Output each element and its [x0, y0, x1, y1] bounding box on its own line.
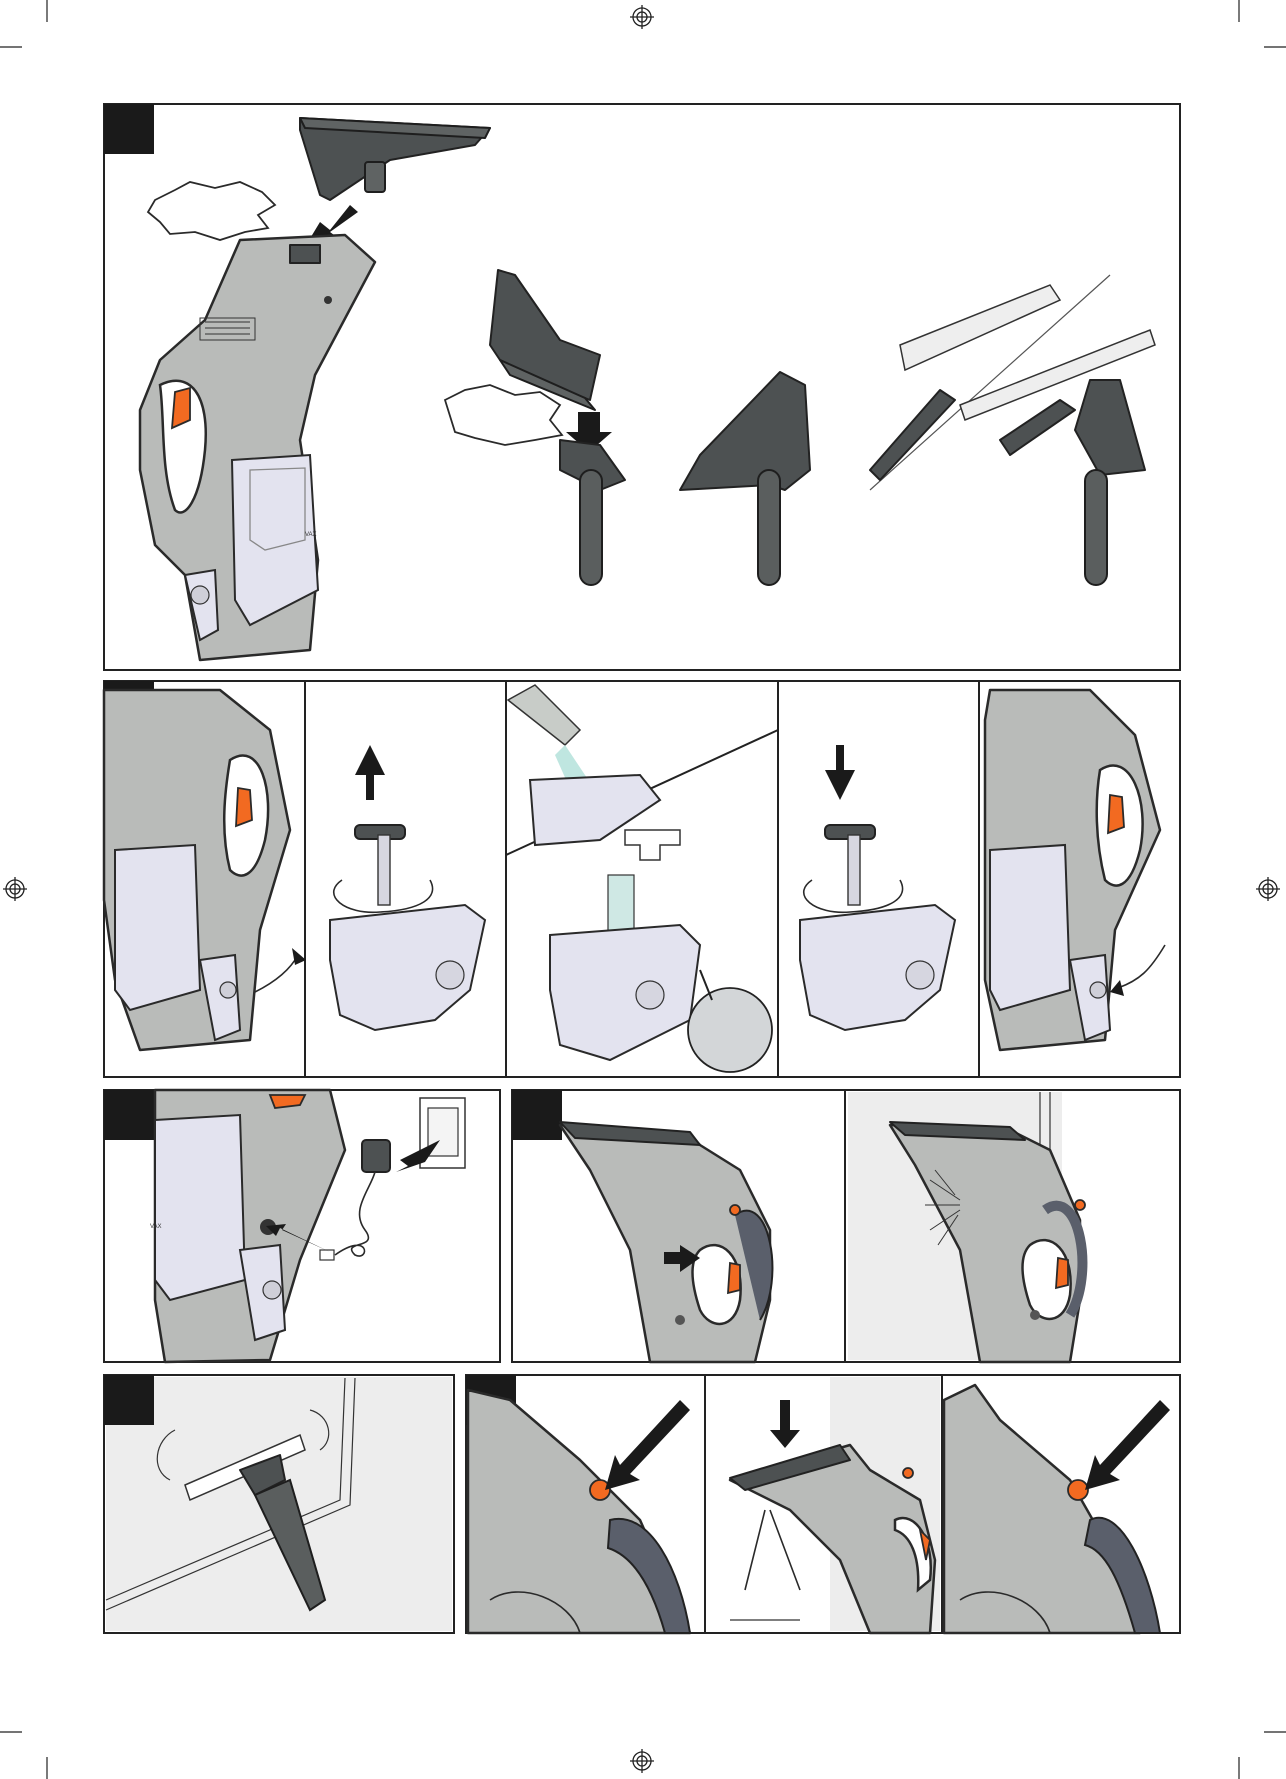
svg-text:VAX: VAX	[150, 1224, 162, 1230]
step-badge-1	[104, 104, 154, 154]
step-badge-5	[104, 1375, 154, 1425]
spray-view	[848, 1092, 1085, 1362]
step-badge-4	[512, 1090, 562, 1140]
panel-step-6	[466, 1375, 1180, 1633]
panel-step-1: VAX	[104, 104, 1180, 670]
panel-step-4	[512, 1090, 1180, 1362]
step-badge-3	[104, 1090, 154, 1140]
panel-step-2	[104, 681, 1180, 1077]
panel-step-5	[104, 1375, 454, 1633]
panel-step-3: VAX	[104, 1090, 500, 1362]
svg-text:VAX: VAX	[305, 532, 317, 538]
